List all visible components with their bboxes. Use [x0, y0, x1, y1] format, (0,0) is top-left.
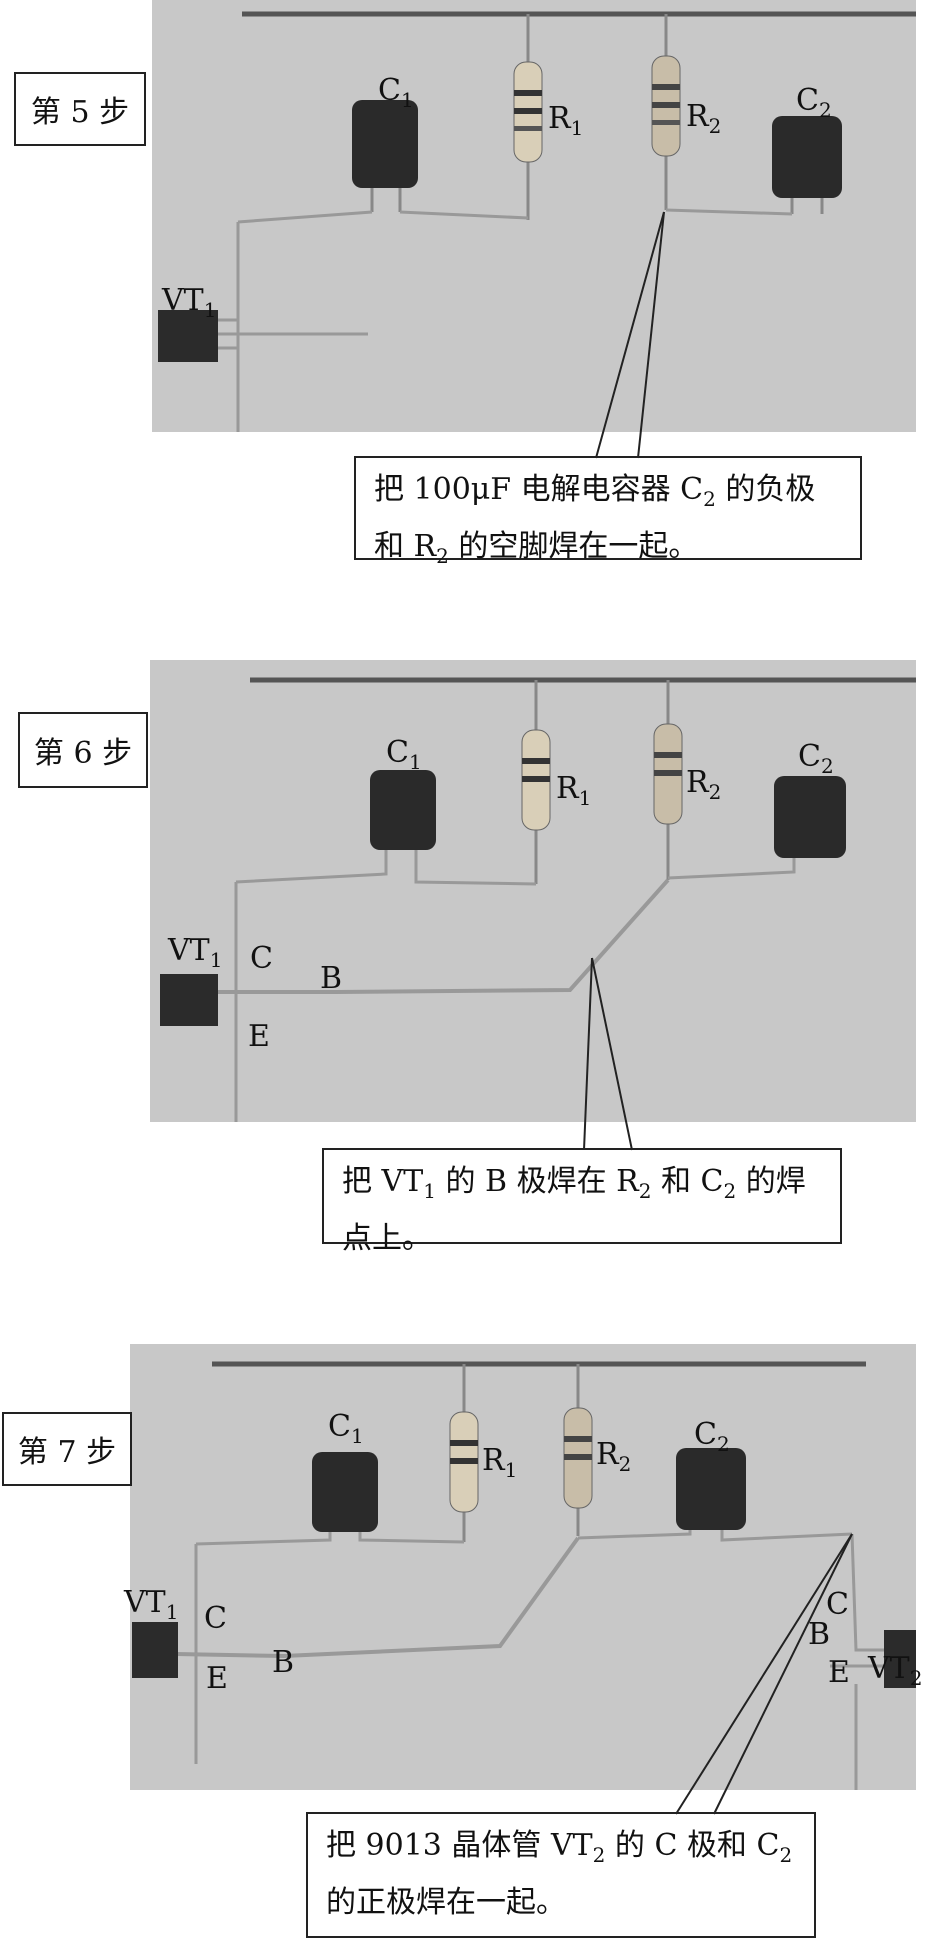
step-5-circuit-illustration — [152, 0, 916, 432]
step-5-callout: 把 100μF 电解电容器 C2 的负极和 R2 的空脚焊在一起。 — [354, 456, 862, 568]
step-7-c1-label: C1 — [328, 1409, 364, 1448]
step-6-c2-label: C2 — [798, 739, 834, 778]
step-6-label-box: 第 6 步 — [18, 712, 148, 788]
step-7-label-box: 第 7 步 — [2, 1412, 132, 1486]
step-6-c1-label: C1 — [386, 735, 422, 774]
step-7-r1-label: R1 — [482, 1443, 518, 1482]
step-6-r1-label: R1 — [556, 771, 592, 810]
step-7-label: 第 7 步 — [17, 1435, 117, 1470]
step-7-vt2-label: VT2 — [868, 1651, 923, 1690]
step-6-callout: 把 VT1 的 B 极焊在 R2 和 C2 的焊点上。 — [322, 1148, 842, 1256]
step-6-vt1-label: VT1 — [168, 933, 223, 972]
step-7-c-right-label: C — [826, 1587, 849, 1622]
step-6-b-label: B — [320, 961, 343, 996]
step-7-b-right-label: B — [808, 1617, 831, 1652]
step-7-b-label: B — [272, 1645, 295, 1680]
step-5-c2-label: C2 — [796, 83, 832, 122]
step-7-photo — [130, 1344, 916, 1790]
step-7-c2-label: C2 — [694, 1417, 730, 1456]
step-5-r1-label: R1 — [548, 101, 584, 140]
step-5-photo — [152, 0, 916, 432]
step-7-vt1-label: VT1 — [124, 1585, 179, 1624]
step-5-label-box: 第 5 步 — [14, 72, 146, 146]
step-7-e-label: E — [206, 1661, 228, 1696]
step-5-label: 第 5 步 — [30, 95, 130, 130]
step-7-e-right-label: E — [828, 1655, 850, 1690]
step-6-photo — [150, 660, 916, 1122]
step-6-e-label: E — [248, 1019, 270, 1054]
step-6-c-label: C — [250, 941, 273, 976]
step-6-r2-label: R2 — [686, 765, 722, 804]
step-5-c1-label: C1 — [378, 73, 414, 112]
step-5-r2-label: R2 — [686, 99, 722, 138]
step-7-r2-label: R2 — [596, 1437, 632, 1476]
step-5-vt1-label: VT1 — [162, 283, 217, 322]
step-7-callout: 把 9013 晶体管 VT2 的 C 极和 C2 的正极焊在一起。 — [306, 1812, 816, 1938]
step-6-label: 第 6 步 — [33, 736, 133, 771]
step-6-circuit-illustration — [150, 660, 916, 1122]
step-7-c-label: C — [204, 1601, 227, 1636]
step-7-circuit-illustration — [130, 1344, 916, 1790]
